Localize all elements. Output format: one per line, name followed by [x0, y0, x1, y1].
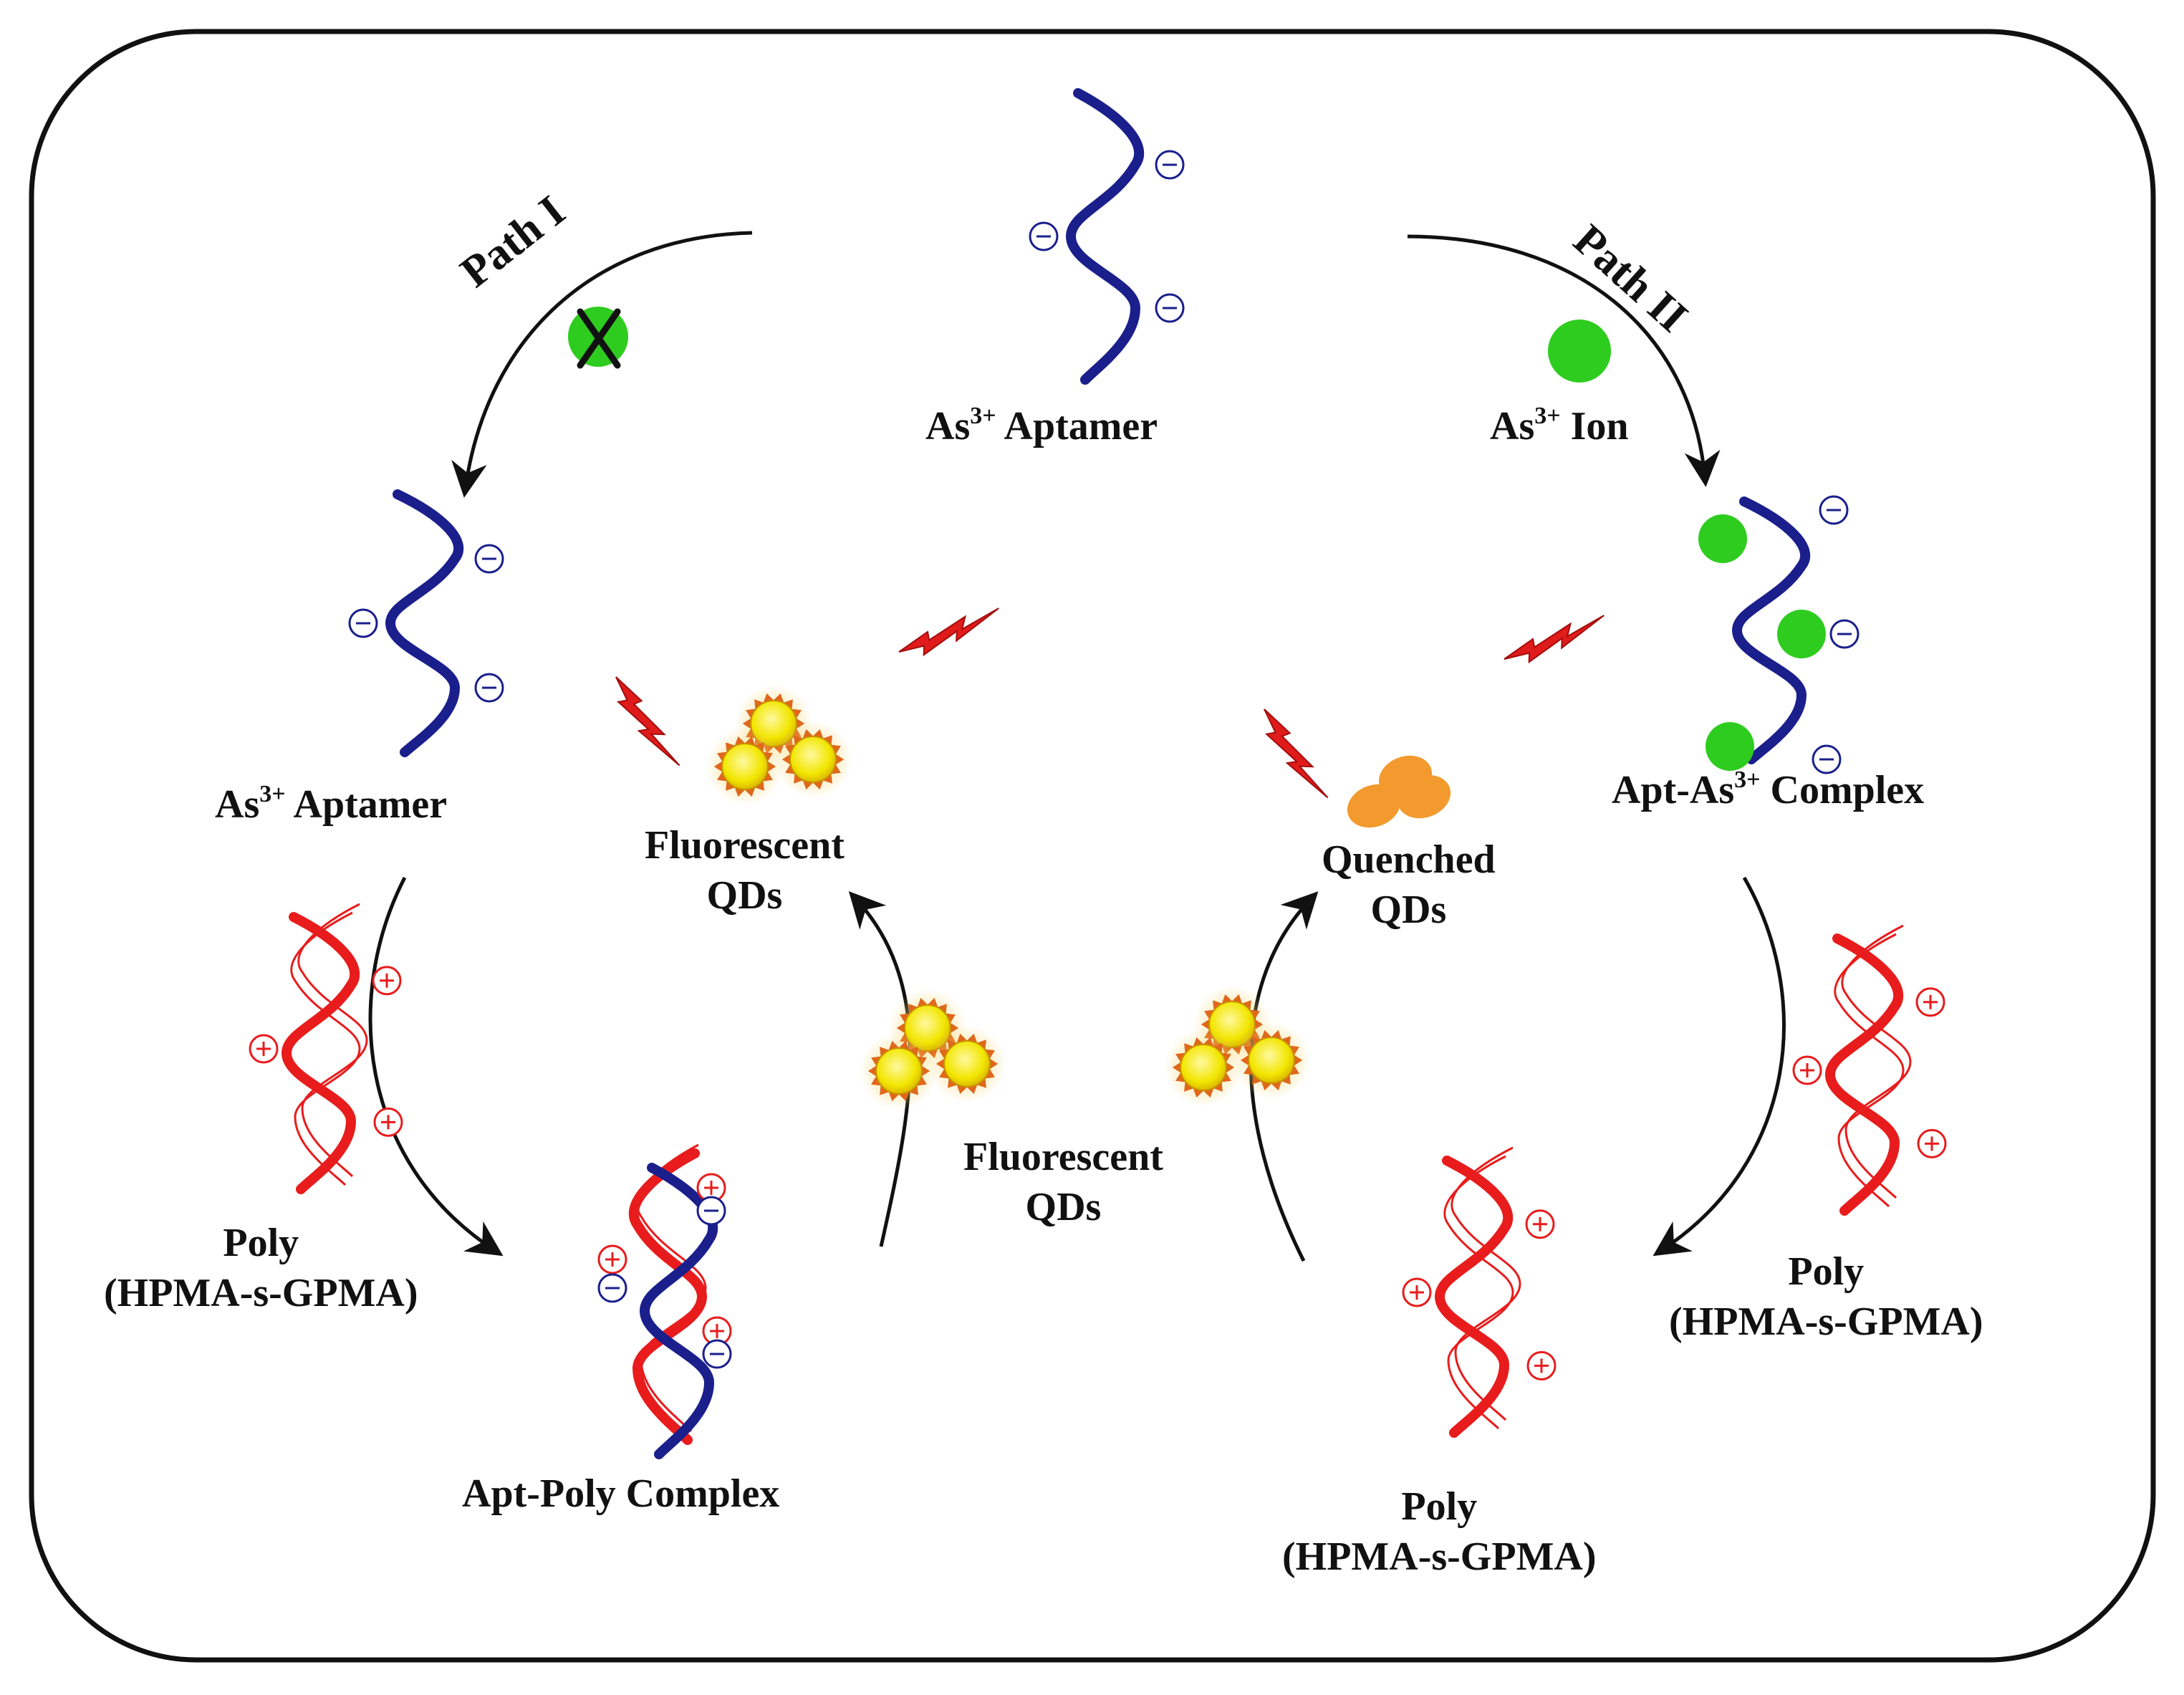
- minus-charge-icon: [696, 1196, 726, 1226]
- poly-left-strand: [249, 903, 403, 1194]
- path1-arrow: [451, 231, 753, 498]
- quenched-qd: [1397, 774, 1451, 819]
- left-aptamer-strand: [348, 489, 504, 757]
- as3-ion: [1548, 320, 1611, 383]
- apt-poly-complex-strand: [597, 1143, 732, 1459]
- poly-bottom-strand: [1402, 1146, 1557, 1438]
- poly-right-strand: [1792, 924, 1947, 1216]
- plus-charge-icon: [249, 1034, 279, 1064]
- fluorescent-qd-cluster-right: [1164, 985, 1311, 1107]
- top-aptamer-strand: [1029, 88, 1185, 385]
- path2-arrow: [1407, 234, 1721, 487]
- plus-charge-icon: [1402, 1277, 1432, 1307]
- minus-charge-icon: [1812, 744, 1842, 774]
- lightning-icon: [898, 608, 999, 657]
- plus-charge-icon: [1915, 987, 1945, 1017]
- poly-right-label: Poly(HPMA-s-GPMA): [1669, 1249, 1983, 1344]
- lightning-icon: [1264, 709, 1329, 799]
- apt-as-complex-label: Apt-As3+ Complex: [1612, 767, 1925, 813]
- top-aptamer-label: As3+ Aptamer: [925, 403, 1158, 449]
- left-aptamer-label: As3+ Aptamer: [215, 781, 448, 827]
- apt-as-complex-strand: [1698, 495, 1860, 774]
- poly-left-label: Poly(HPMA-s-GPMA): [104, 1221, 418, 1315]
- plus-charge-icon: [373, 1107, 403, 1137]
- outer-frame: [29, 29, 2156, 1663]
- quantum-dot: [706, 727, 784, 806]
- plus-charge-icon: [1526, 1350, 1557, 1381]
- minus-charge-icon: [474, 673, 504, 703]
- quantum-dot: [928, 1024, 1006, 1103]
- plus-charge-icon: [1525, 1209, 1555, 1239]
- bound-ion: [1706, 722, 1754, 771]
- molecules: [249, 88, 1947, 1459]
- polymer-ribbon: [1434, 1156, 1514, 1438]
- minus-charge-icon: [597, 1273, 627, 1303]
- right-down-arrow: [1653, 876, 1786, 1257]
- minus-charge-icon: [348, 608, 378, 638]
- lightning-group: [615, 608, 1605, 799]
- crossed-ion-icon: [568, 307, 628, 369]
- left-down-arrow: [368, 876, 504, 1257]
- lightning-icon: [1504, 615, 1605, 664]
- polymer-ribbon: [1824, 933, 1904, 1216]
- minus-charge-icon: [1155, 150, 1185, 180]
- quantum-dots: [706, 684, 1311, 1110]
- poly-bottom-label: Poly(HPMA-s-GPMA): [1282, 1484, 1597, 1579]
- apt-poly-complex-label: Apt-Poly Complex: [462, 1471, 780, 1516]
- minus-charge-icon: [1029, 221, 1059, 251]
- minus-charge-icon: [1819, 495, 1849, 525]
- quantum-dot: [1232, 1021, 1311, 1100]
- minus-charge-icon: [474, 544, 504, 574]
- quantum-dot: [774, 720, 852, 799]
- plus-charge-icon: [597, 1244, 627, 1274]
- bound-ion: [1777, 610, 1826, 658]
- fluorescent-qd-cluster-left: [860, 989, 1006, 1110]
- plus-charge-icon: [1917, 1128, 1947, 1158]
- fluorescent-qd-cluster-top: [706, 684, 852, 806]
- polymer-ribbon: [281, 912, 360, 1194]
- minus-charge-icon: [1155, 293, 1185, 323]
- quantum-dot: [1164, 1028, 1243, 1107]
- quenched-qd: [1347, 784, 1401, 828]
- minus-charge-icon: [702, 1339, 732, 1369]
- complex-polymer-ribbon: [628, 1148, 708, 1445]
- bound-ion: [1698, 514, 1747, 563]
- lightning-icon: [615, 676, 680, 767]
- quenched-qd-cluster: [1347, 755, 1451, 828]
- arrows: [368, 231, 1786, 1262]
- ions: [568, 307, 1611, 383]
- plus-charge-icon: [372, 966, 402, 996]
- quantum-dot: [860, 1032, 938, 1110]
- plus-charge-icon: [1792, 1055, 1822, 1085]
- plus-charge-icon: [696, 1173, 726, 1203]
- minus-charge-icon: [1829, 619, 1860, 649]
- ion-label: As3+ Ion: [1490, 403, 1629, 449]
